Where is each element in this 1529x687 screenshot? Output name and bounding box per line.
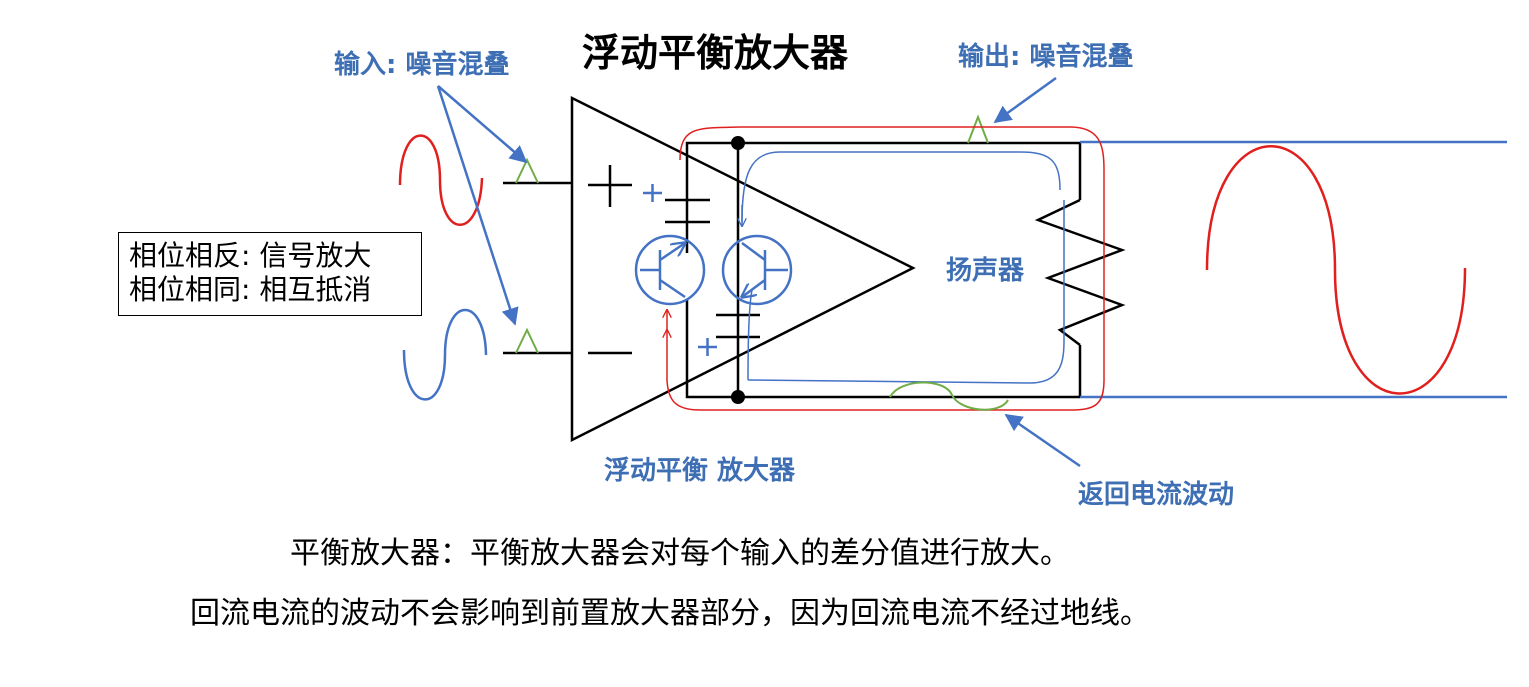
output-noise-arrow <box>993 76 1057 124</box>
amplifier-name-label: 浮动平衡 放大器 <box>604 456 796 486</box>
red-current-loop <box>667 126 1105 411</box>
output-noise-label: 输出: 噪音混叠 <box>958 42 1134 72</box>
input-noise-arrow-bottom <box>436 85 519 326</box>
caption-line-1: 平衡放大器：平衡放大器会对每个输入的差分值进行放大。 <box>290 536 1070 571</box>
junction-top <box>731 136 745 150</box>
transistor-right <box>721 234 793 306</box>
phase-legend-box: 相位相反: 信号放大 相位相同: 相互抵消 <box>118 232 422 316</box>
input-sine-red <box>398 134 484 226</box>
power-rail-bottom <box>685 300 1080 399</box>
return-current-label: 返回电流波动 <box>1078 480 1235 510</box>
input-sine-blue <box>402 309 488 401</box>
junction-bottom <box>731 390 745 404</box>
speaker-label: 扬声器 <box>946 256 1025 286</box>
return-current-arrow <box>1004 413 1081 468</box>
output-sine-red <box>1205 145 1467 395</box>
power-rail-top <box>685 141 1080 253</box>
input-noise-spike-top <box>515 157 539 184</box>
input-noise-label: 输入: 噪音混叠 <box>334 50 510 80</box>
legend-line-opposite-phase: 相位相反: 信号放大 <box>129 239 372 272</box>
input-noise-arrow-top <box>437 85 528 164</box>
amplifier-triangle <box>570 95 916 443</box>
input-noise-spike-bottom <box>515 327 539 354</box>
ground-fluctuation-green <box>889 381 1009 411</box>
blue-loop-left <box>747 289 753 381</box>
transistor-left <box>634 234 706 306</box>
legend-line-same-phase: 相位相同: 相互抵消 <box>129 273 372 306</box>
diagram-title: 浮动平衡放大器 <box>582 31 849 75</box>
caption-line-2: 回流电流的波动不会影响到前置放大器部分，因为回流电流不经过地线。 <box>190 596 1150 631</box>
blue-current-loop <box>741 151 1065 384</box>
output-noise-spike <box>967 114 989 144</box>
speaker-zigzag <box>1034 198 1126 346</box>
